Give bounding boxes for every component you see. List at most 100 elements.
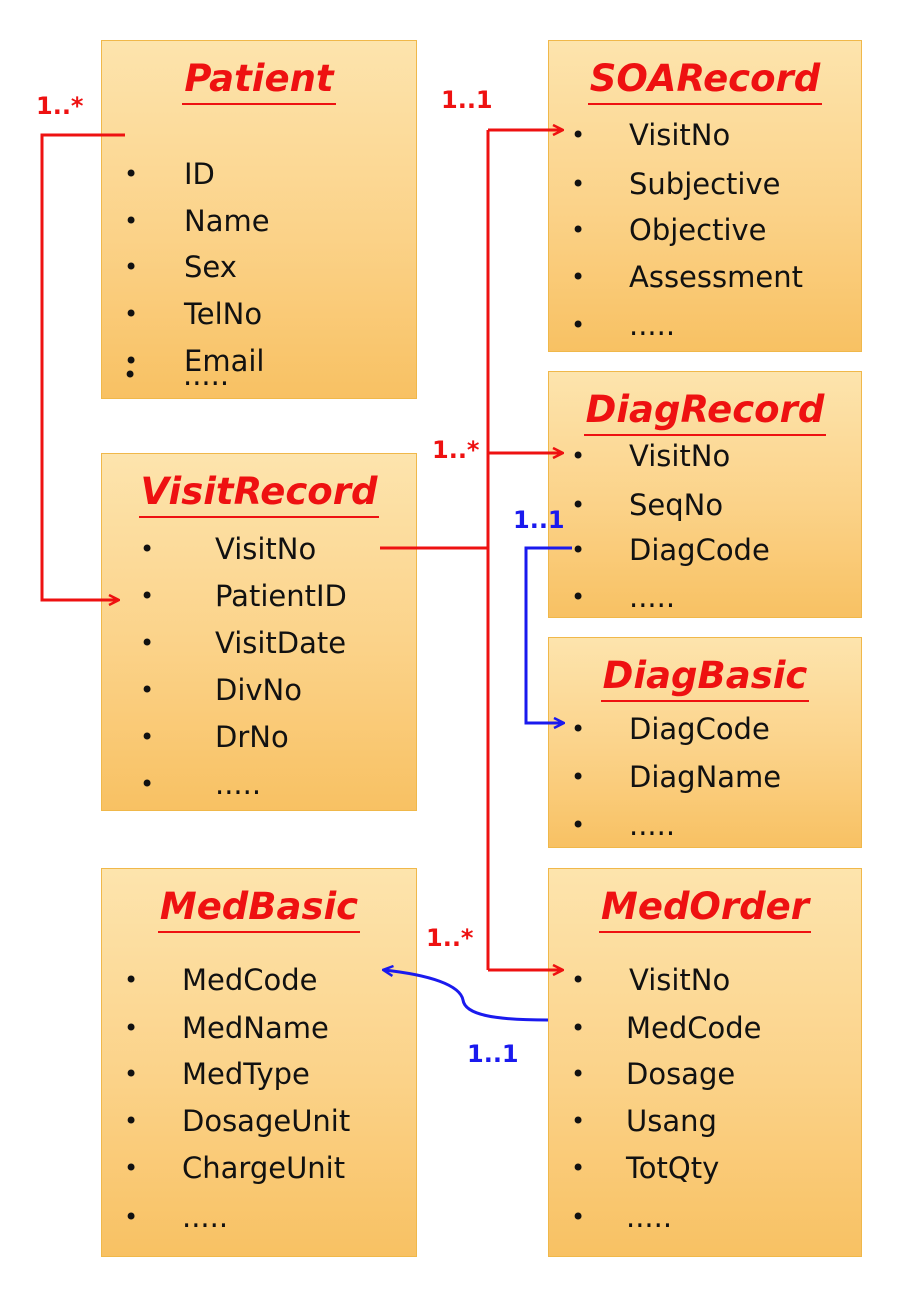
attribute-row: •ChargeUnit [102,1145,416,1191]
attribute-row: •..... [549,574,861,620]
attribute-label: Name [184,204,270,238]
entity-title-medorder: MedOrder [549,885,861,933]
multiplicity-visit-diag: 1..* [432,436,480,464]
bullet-icon: • [123,361,138,389]
multiplicity-visit-soa: 1..1 [441,86,493,114]
bullet-icon: • [571,442,586,470]
entity-diagbasic: DiagBasic •DiagCode •DiagName •..... [548,637,862,848]
attribute-label: TelNo [184,297,263,331]
entity-title-soarecord: SOARecord [549,57,861,105]
attribute-label: ChargeUnit [182,1151,346,1185]
attribute-label: ID [184,157,215,191]
entity-diagrecord: DiagRecord •VisitNo •SeqNo •DiagCode •..… [548,371,862,618]
attribute-row: • Usang [549,1098,861,1144]
entity-title-medbasic: MedBasic [102,885,416,933]
attribute-row: •..... [549,302,861,348]
attribute-label: DosageUnit [182,1104,351,1138]
attribute-label: ..... [215,767,262,801]
multiplicity-medorder-many: 1..* [426,924,474,952]
bullet-icon: • [571,491,586,519]
attribute-row: •Sex [102,244,416,290]
entity-patient: Patient •ID •Name •Sex •TelNo •Email [101,40,417,399]
attribute-row: •VisitNo [102,526,416,572]
bullet-icon: • [571,966,586,994]
bullet-icon: • [140,676,155,704]
attribute-row: • MedCode [102,957,416,1003]
attribute-row: •ID [102,151,416,197]
attribute-label: DivNo [215,673,302,707]
attribute-label: MedName [182,1011,329,1045]
attribute-label: Subjective [629,167,781,201]
attribute-label: VisitNo [629,439,731,473]
entity-medorder: MedOrder • VisitNo • MedCode • Dosage • Usan… [548,868,862,1257]
attribute-label: ..... [183,358,230,392]
attribute-label: MedCode [626,1011,762,1045]
attribute-label: Email [184,344,265,378]
attribute-row: •TelNo [102,291,416,337]
bullet-icon: • [124,1203,139,1231]
attribute-label: DiagCode [629,712,770,746]
attribute-label: DiagName [629,760,782,794]
attribute-label: ..... [629,580,676,614]
bullet-icon: • [571,536,586,564]
attribute-label: MedCode [182,963,318,997]
bullet-icon: • [571,1014,586,1042]
bullet-icon: • [140,535,155,563]
attribute-row: • Subjective [549,161,861,207]
attribute-row: • Assessment [549,254,861,300]
attribute-label: Dosage [626,1057,736,1091]
relation-patient-visitrecord [40,133,125,600]
attribute-row: • VisitDate [102,620,416,666]
relation-medorder-medbasic [384,970,549,1022]
bullet-icon: • [571,1203,586,1231]
attribute-row: • VisitNo [549,957,861,1003]
attribute-row: •..... [102,761,416,807]
bullet-icon: • [140,629,155,657]
attribute-row: •..... [549,1194,861,1240]
attribute-row: • Email [102,338,416,384]
bullet-icon: • [571,583,586,611]
bullet-icon: • [124,966,139,994]
bullet-icon: • [571,170,586,198]
attribute-row: •Objective [549,207,861,253]
attribute-label: Usang [626,1104,717,1138]
attribute-label: PatientID [215,579,347,613]
attribute-row: •DiagCode [549,527,861,573]
bullet-icon: • [571,1154,586,1182]
bullet-icon: • [124,1107,139,1135]
attribute-row: •DrNo [102,714,416,760]
entity-medbasic: MedBasic • MedCode • MedName • MedType • Dos… [101,868,417,1257]
entity-visitrecord: VisitRecord •VisitNo •PatientID •VisitDa… [101,453,417,811]
entity-title-patient: Patient [102,57,416,105]
multiplicity-patient-visit: 1..* [36,92,84,120]
entity-soarecord: SOARecord • VisitNo • Subjective •Objectiv… [548,40,862,352]
relation-diagrecord-diagbasic [524,546,572,723]
attribute-label: MedType [182,1057,310,1091]
attribute-label: Assessment [629,260,803,294]
attribute-label: VisitNo [629,118,731,152]
bullet-icon: • [571,311,586,339]
bullet-icon: • [571,1107,586,1135]
attribute-label: VisitDate [215,626,347,660]
attribute-label: VisitNo [629,963,731,997]
attribute-row: • TotQty [549,1145,861,1191]
bullet-icon: • [571,1060,586,1088]
attribute-row: •..... [549,802,861,848]
bullet-icon: • [571,763,586,791]
attribute-label: TotQty [626,1151,720,1185]
bullet-icon: • [571,263,586,291]
bullet-icon: • [124,1014,139,1042]
attribute-label: ..... [182,1200,229,1234]
multiplicity-diag-diagbasic: 1..1 [513,506,565,534]
attribute-label: SeqNo [629,488,724,522]
attribute-row: • MedCode [549,1005,861,1051]
attribute-label: Sex [184,250,237,284]
bullet-icon: • [124,207,139,235]
bullet-icon: • [124,347,139,375]
attribute-row: • MedName [102,1005,416,1051]
bullet-icon: • [571,121,586,149]
attribute-row: • DivNo [102,667,416,713]
attribute-row: •PatientID [102,573,416,619]
bullet-icon: • [571,216,586,244]
attribute-row: •..... [101,352,417,398]
